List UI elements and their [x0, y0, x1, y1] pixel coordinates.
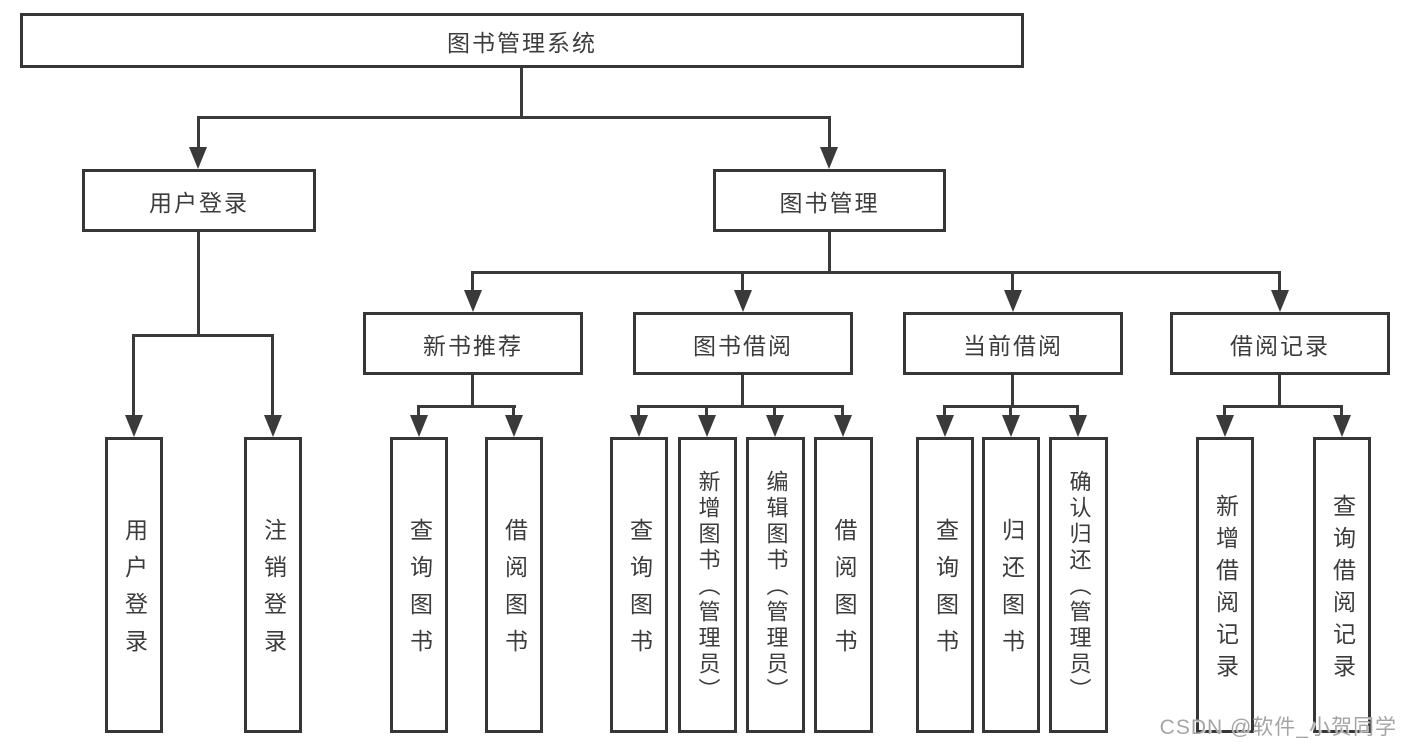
connector-line — [741, 375, 744, 408]
node-label: 图书管理 — [779, 189, 880, 216]
arrow-down-icon — [189, 147, 207, 169]
connector-line — [471, 375, 474, 408]
node-user-login: 用户登录 — [82, 169, 316, 232]
connector-line — [1009, 405, 1012, 417]
node-label: 借阅图书 — [831, 518, 857, 666]
arrow-down-icon — [410, 415, 428, 437]
node-logout-action: 注销登录 — [244, 437, 302, 733]
node-query-books-3: 查询图书 — [916, 437, 974, 733]
connector-line — [271, 334, 274, 416]
connector-line — [197, 116, 831, 119]
node-label: 查询图书 — [626, 518, 653, 666]
node-add-borrowing-record: 新增借阅记录 — [1196, 437, 1254, 733]
connector-line — [417, 405, 516, 408]
node-label: 查询图书 — [932, 518, 959, 666]
connector-line — [1340, 405, 1343, 417]
node-add-book-admin: 新增图书（管理员） — [678, 437, 737, 733]
connector-line — [828, 116, 831, 150]
arrow-down-icon — [264, 415, 282, 437]
node-label: 新增图书（管理员） — [695, 470, 721, 704]
arrow-down-icon — [1069, 415, 1087, 437]
arrow-down-icon — [1004, 290, 1022, 312]
node-label: 图书管理系统 — [447, 29, 597, 56]
connector-line — [132, 334, 274, 337]
connector-line — [637, 405, 844, 408]
node-book-borrowing: 图书借阅 — [633, 312, 853, 375]
connector-line — [637, 405, 640, 417]
connector-line — [512, 405, 515, 417]
node-query-books-2: 查询图书 — [610, 437, 668, 733]
node-current-borrowing: 当前借阅 — [903, 312, 1123, 375]
node-edit-book-admin: 编辑图书（管理员） — [746, 437, 805, 733]
node-label: 查询图书 — [406, 518, 433, 666]
connector-line — [1076, 405, 1079, 417]
arrow-down-icon — [1002, 415, 1020, 437]
connector-line — [1011, 375, 1014, 408]
arrow-down-icon — [464, 290, 482, 312]
node-label: 借阅图书 — [501, 518, 528, 666]
arrow-down-icon — [734, 290, 752, 312]
arrow-down-icon — [630, 415, 648, 437]
node-label: 注销登录 — [260, 518, 287, 666]
node-user-login-action: 用户登录 — [105, 437, 163, 733]
arrow-down-icon — [834, 415, 852, 437]
connector-line — [705, 405, 708, 417]
connector-line — [197, 232, 200, 336]
arrow-down-icon — [1333, 415, 1351, 437]
node-new-book-recommendation: 新书推荐 — [363, 312, 583, 375]
node-label: 图书借阅 — [693, 332, 793, 359]
node-book-management: 图书管理 — [713, 169, 946, 232]
node-label: 归还图书 — [998, 518, 1025, 666]
node-label: 查询借阅记录 — [1329, 493, 1356, 686]
connector-line — [1278, 375, 1281, 408]
connector-line — [773, 405, 776, 417]
node-library-management-system: 图书管理系统 — [20, 13, 1024, 68]
connector-line — [1223, 405, 1226, 417]
arrow-down-icon — [505, 415, 523, 437]
connector-line — [841, 405, 844, 417]
arrow-down-icon — [936, 415, 954, 437]
node-query-borrowing-record: 查询借阅记录 — [1313, 437, 1371, 733]
connector-line — [943, 405, 946, 417]
connector-line — [741, 271, 744, 291]
connector-line — [132, 334, 135, 416]
node-label: 用户登录 — [149, 189, 249, 216]
watermark-text: CSDN @软件_小贺同学 — [1159, 716, 1397, 739]
node-borrow-books-2: 借阅图书 — [814, 437, 873, 733]
node-query-books: 查询图书 — [390, 437, 448, 733]
node-label: 借阅记录 — [1230, 332, 1330, 359]
node-confirm-return-admin: 确认归还（管理员） — [1049, 437, 1108, 733]
connector-line — [1011, 271, 1014, 291]
node-label: 用户登录 — [121, 518, 148, 666]
connector-line — [1223, 405, 1343, 408]
node-label: 当前借阅 — [963, 332, 1063, 359]
arrow-down-icon — [766, 415, 784, 437]
connector-line — [471, 271, 1281, 274]
arrow-down-icon — [698, 415, 716, 437]
node-label: 编辑图书（管理员） — [763, 470, 789, 704]
connector-line — [471, 271, 474, 291]
node-label: 新书推荐 — [423, 332, 523, 359]
node-borrowing-records: 借阅记录 — [1170, 312, 1390, 375]
arrow-down-icon — [1271, 290, 1289, 312]
connector-line — [828, 232, 831, 274]
node-label: 新增借阅记录 — [1212, 493, 1239, 686]
node-return-books: 归还图书 — [982, 437, 1040, 733]
node-borrow-books: 借阅图书 — [485, 437, 543, 733]
arrow-down-icon — [125, 415, 143, 437]
arrow-down-icon — [1216, 415, 1234, 437]
connector-line — [197, 116, 200, 150]
connector-line — [417, 405, 420, 417]
connector-line — [1278, 271, 1281, 291]
node-label: 确认归还（管理员） — [1066, 470, 1092, 704]
arrow-down-icon — [820, 147, 838, 169]
connector-line — [520, 68, 523, 118]
